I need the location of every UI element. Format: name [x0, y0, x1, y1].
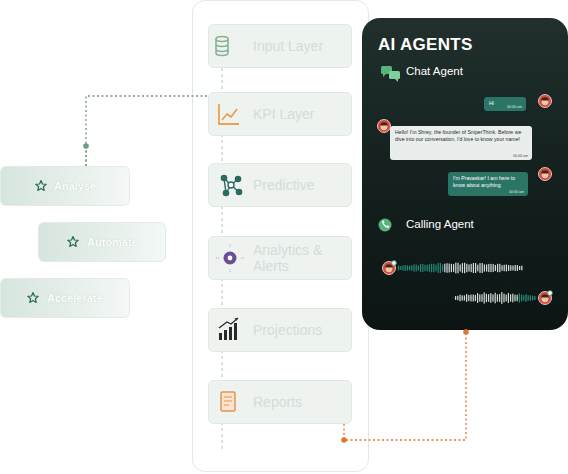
section-heading: Chat Agent: [406, 65, 463, 77]
feature-pill: Analyse: [0, 166, 130, 206]
agents-panel: AI AGENTS Chat AgentCalling Agent Hi00:00 …: [362, 18, 568, 330]
dotted-connector: [86, 96, 208, 166]
dotted-connector: [344, 330, 466, 440]
layer-box: Projections: [208, 308, 352, 352]
connector-lead: [85, 146, 86, 166]
feature-pill: Accelerate: [0, 278, 130, 318]
timestamp: 00:00 am: [507, 105, 522, 109]
pill-label: Automate: [87, 236, 138, 248]
connector-dot: [463, 329, 469, 335]
layer-label: Projections: [253, 322, 322, 338]
chat-bubble: Hi00:00 am: [484, 97, 526, 111]
layer-box: Reports: [208, 380, 352, 424]
section-heading: Calling Agent: [406, 218, 474, 230]
layer-box: Analytics & Alerts: [208, 236, 352, 280]
layer-label: Predictive: [253, 177, 314, 193]
layer-panel: [193, 1, 369, 472]
pill-label: Analyse: [54, 180, 96, 192]
pill-label: Accelerate: [47, 292, 103, 304]
timestamp: 00:00 am: [509, 190, 524, 194]
layer-label: Reports: [253, 394, 302, 410]
message-text: I'm Pravaskar! I am here to know about a…: [453, 175, 523, 188]
timestamp: 00:00 am: [513, 154, 528, 158]
connector-dot: [341, 437, 347, 443]
layer-box: Predictive: [208, 163, 352, 207]
message-text: Hello! I'm Shrey, the founder of SniperT…: [395, 129, 527, 142]
layer-box: KPI Layer: [208, 92, 352, 136]
layer-label: Analytics & Alerts: [253, 242, 343, 274]
chat-bubble: Hello! I'm Shrey, the founder of SniperT…: [390, 126, 532, 160]
chat-bubble: I'm Pravaskar! I am here to know about a…: [448, 172, 528, 196]
layer-box: Input Layer: [208, 24, 352, 68]
connector-dot: [83, 143, 89, 149]
layer-label: KPI Layer: [253, 106, 314, 122]
feature-pill: Automate: [38, 222, 166, 262]
layer-label: Input Layer: [253, 38, 323, 54]
panel-title: AI AGENTS: [378, 35, 473, 55]
